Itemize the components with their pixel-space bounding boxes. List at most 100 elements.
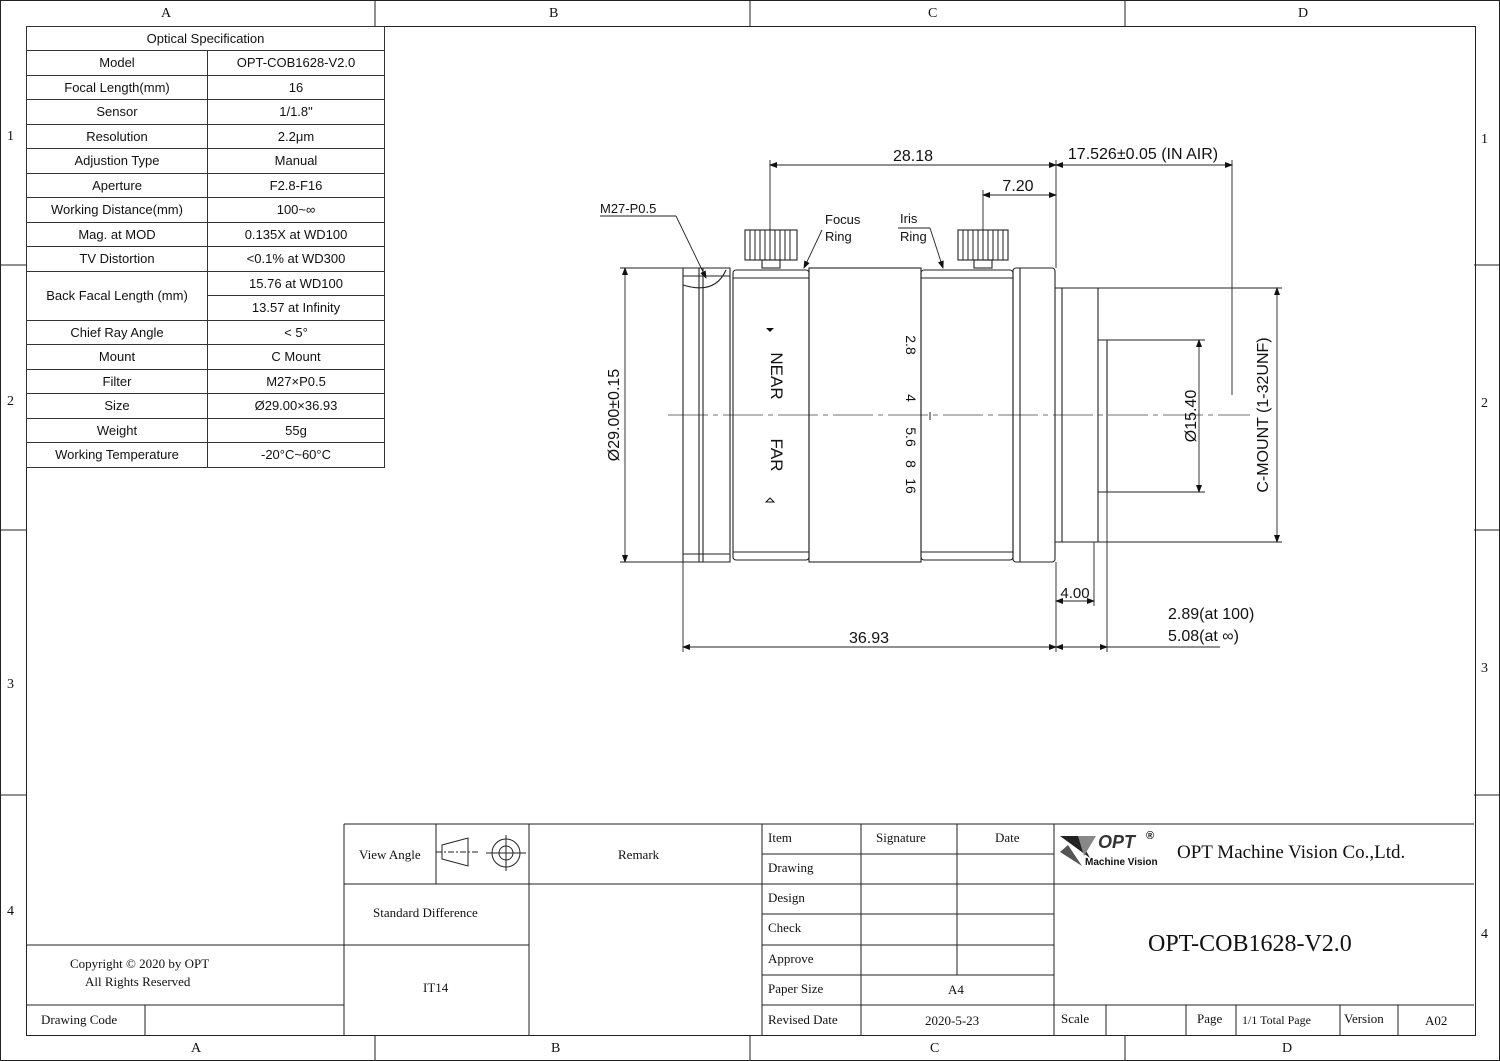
grid-row-1-right: 1	[1481, 132, 1488, 147]
dim-diameter: Ø29.00±0.15	[606, 369, 623, 462]
f-number-2-8: 2.8	[903, 335, 919, 355]
iris-ring-label-2: Ring	[900, 229, 927, 244]
iris-ring-label-1: Iris	[900, 211, 918, 226]
inner-frame	[26, 26, 1476, 1036]
revised-date-value: 2020-5-23	[925, 1013, 980, 1028]
spec-key: Working Temperature	[26, 442, 208, 468]
version-label: Version	[1344, 1011, 1384, 1026]
f-number-16: 16	[903, 478, 919, 494]
spec-value: 2.2μm	[207, 123, 385, 149]
spec-value: < 5°	[207, 319, 385, 345]
grid-row-4-left: 4	[7, 904, 14, 919]
logo-text: OPT	[1098, 832, 1136, 852]
spec-value: 0.135X at WD100	[207, 221, 385, 247]
dim-2-89: 2.89(at 100)	[1168, 606, 1254, 623]
signature-label: Signature	[876, 830, 926, 845]
spec-title: Optical Specification	[26, 26, 385, 51]
grid-col-d-top: D	[1298, 6, 1309, 21]
grid-row-2-left: 2	[7, 394, 14, 409]
near-arrow-icon	[766, 328, 774, 332]
table-row: Back Facal Length (mm)15.76 at WD100	[26, 270, 385, 321]
thread-label: M27-P0.5	[600, 201, 656, 216]
f-number-8: 8	[903, 460, 919, 468]
knob-knurl	[749, 230, 1004, 260]
drawing-code-label: Drawing Code	[41, 1012, 118, 1027]
grid-row-3-right: 3	[1481, 661, 1488, 676]
spec-value: 55g	[207, 417, 385, 443]
opt-logo-icon	[1060, 836, 1096, 866]
dim-28-18: 28.18	[893, 148, 933, 165]
spec-value: 16	[207, 74, 385, 100]
spec-value: 15.76 at WD100	[207, 270, 385, 296]
spec-key: Model	[26, 50, 208, 76]
spec-key: Sensor	[26, 99, 208, 125]
part-number: OPT-COB1628-V2.0	[1148, 931, 1352, 957]
check-label: Check	[768, 920, 802, 935]
logo-subtitle: Machine Vision	[1085, 857, 1158, 868]
grid-row-4-right: 4	[1481, 927, 1488, 942]
grid-row-1-left: 1	[7, 129, 14, 144]
design-label: Design	[768, 890, 805, 905]
scale-label: Scale	[1061, 1011, 1090, 1026]
spec-value: F2.8-F16	[207, 172, 385, 198]
grid-col-b-bottom: B	[551, 1041, 561, 1056]
dim-36-93: 36.93	[849, 630, 889, 647]
grid-col-a-bottom: A	[191, 1041, 202, 1056]
spec-value: -20°C~60°C	[207, 442, 385, 468]
paper-size-label: Paper Size	[768, 981, 824, 996]
f-number-4: 4	[903, 394, 919, 402]
logo-registered-mark: ®	[1146, 830, 1155, 842]
spec-key: Size	[26, 393, 208, 419]
remark-label: Remark	[618, 847, 660, 862]
spec-value: 1/1.8"	[207, 99, 385, 125]
spec-value: 100~∞	[207, 197, 385, 223]
spec-value: Manual	[207, 148, 385, 174]
dim-7-20: 7.20	[1002, 178, 1033, 195]
grid-col-a-top: A	[161, 6, 172, 21]
spec-key: Weight	[26, 417, 208, 443]
copyright-line-1: Copyright © 2020 by OPT	[70, 956, 210, 971]
table-row: Working Distance(mm)100~∞	[26, 197, 385, 223]
table-row: Focal Length(mm)16	[26, 74, 385, 100]
grid-col-b-top: B	[549, 6, 559, 21]
dim-5-08: 5.08(at ∞)	[1168, 628, 1239, 645]
grid-col-d-bottom: D	[1282, 1041, 1293, 1056]
table-row: Working Temperature-20°C~60°C	[26, 442, 385, 468]
spec-value: Ø29.00×36.93	[207, 393, 385, 419]
paper-size-value: A4	[948, 982, 964, 997]
date-label: Date	[995, 830, 1020, 845]
dim-bfl-in-air: 17.526±0.05 (IN AIR)	[1068, 146, 1218, 163]
focus-ring-label-1: Focus	[825, 212, 861, 227]
version-value: A02	[1425, 1013, 1448, 1028]
spec-key: Mag. at MOD	[26, 221, 208, 247]
c-mount-label: C-MOUNT (1-32UNF)	[1255, 337, 1272, 492]
spec-value: <0.1% at WD300	[207, 246, 385, 272]
grid-row-3-left: 3	[7, 677, 14, 692]
spec-key: Working Distance(mm)	[26, 197, 208, 223]
focus-ring-label-2: Ring	[825, 229, 852, 244]
it14-label: IT14	[423, 980, 449, 995]
total-page-label: 1/1 Total Page	[1242, 1013, 1311, 1027]
far-arrow-icon	[764, 497, 776, 503]
dim-4-00: 4.00	[1060, 585, 1089, 602]
spec-key: Focal Length(mm)	[26, 74, 208, 100]
item-label: Item	[768, 830, 792, 845]
table-row: TV Distortion<0.1% at WD300	[26, 246, 385, 272]
revised-date-label: Revised Date	[768, 1012, 838, 1027]
view-angle-label: View Angle	[359, 847, 421, 862]
dim-15-40: Ø15.40	[1183, 390, 1200, 443]
dimension-lines	[600, 160, 1282, 652]
approve-label: Approve	[768, 951, 814, 966]
far-label: FAR	[767, 438, 786, 471]
